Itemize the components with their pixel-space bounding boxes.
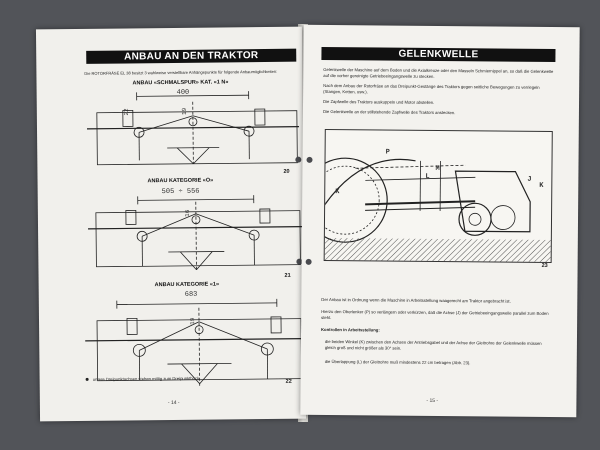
measure-683: 683 [184, 290, 198, 299]
right-para-4: Die Gelenkwelle an der stillstehende Zap… [322, 108, 456, 116]
label-19: 19 [180, 107, 188, 115]
caption-kategorie-1: ANBAU KATEGORIE «1» [154, 281, 220, 289]
right-para-5: Der Anbau ist in Ordnung wenn die Maschi… [321, 296, 511, 304]
left-page-header: ANBAU AN DEN TRAKTOR [86, 48, 297, 64]
left-page: ANBAU AN DEN TRAKTOR Die ROTORFRÄSE EL 3… [35, 26, 307, 422]
fig-20: 20 [283, 168, 290, 175]
diagram-hitch-kategorie-o [88, 195, 303, 272]
diagram-label-m: M [435, 164, 440, 173]
diagram-label-p: P [385, 148, 390, 157]
diagram-label-k-right: K [539, 181, 544, 190]
right-para-6: Hierzu den Oberlenker (P) so verlängern … [321, 308, 549, 321]
controls-bullet-1: die beiden Winkel (K) zwischen den Achse… [324, 339, 542, 351]
punch-hole-top-right [306, 156, 313, 163]
footnote-text: untere Dreipunktachsen stehen mittig zum… [92, 375, 200, 382]
right-para-3: Die Zapfwelle des Traktors auskuppeln un… [323, 98, 435, 105]
fig-22: 22 [285, 378, 292, 385]
punch-hole-top [295, 156, 302, 163]
right-para-2: Nach dem Anbau der Rotorfräse an das Dre… [323, 82, 540, 95]
diagram-label-k-left: K [335, 188, 340, 197]
pto-shaft-diagram: P L M K J K [323, 128, 553, 263]
right-page-header: GELENKWELLE [321, 46, 556, 63]
controls-title: Kontrollen in Arbeitsstellung: [321, 326, 380, 333]
right-para-1: Gelenkwelle der Maschine auf dem Boden u… [323, 66, 554, 79]
punch-hole-bottom-right [305, 258, 312, 265]
label-19b: 19 [189, 317, 197, 325]
caption-schmalspur: ANBAU «SCHMALSPUR» KAT. «1 N» [132, 79, 229, 87]
diagram-label-j: J [527, 175, 532, 184]
controls-bullet-2: die Überlappung (L) der Gleitrohre muß m… [324, 358, 471, 366]
diagram-hitch-schmalspur [86, 91, 299, 166]
label-22: 22 [122, 108, 130, 116]
fig-23: 23 [541, 262, 548, 269]
left-intro: Die ROTORFRÄSE EL 38 besitzt 3 wahlweise… [84, 68, 278, 76]
diagram-label-l: L [425, 172, 430, 181]
bullet-icon [85, 378, 89, 382]
right-page-number: - 15 - [426, 397, 439, 404]
caption-kategorie-o: ANBAU KATEGORIE «O» [147, 177, 214, 185]
right-page: GELENKWELLE Gelenkwelle der Maschine auf… [300, 24, 580, 418]
fig-21: 21 [284, 272, 291, 279]
label-16: 16 [183, 209, 192, 217]
left-page-number: - 14 - [167, 399, 180, 407]
diagram-hitch-kategorie-1 [85, 298, 304, 386]
